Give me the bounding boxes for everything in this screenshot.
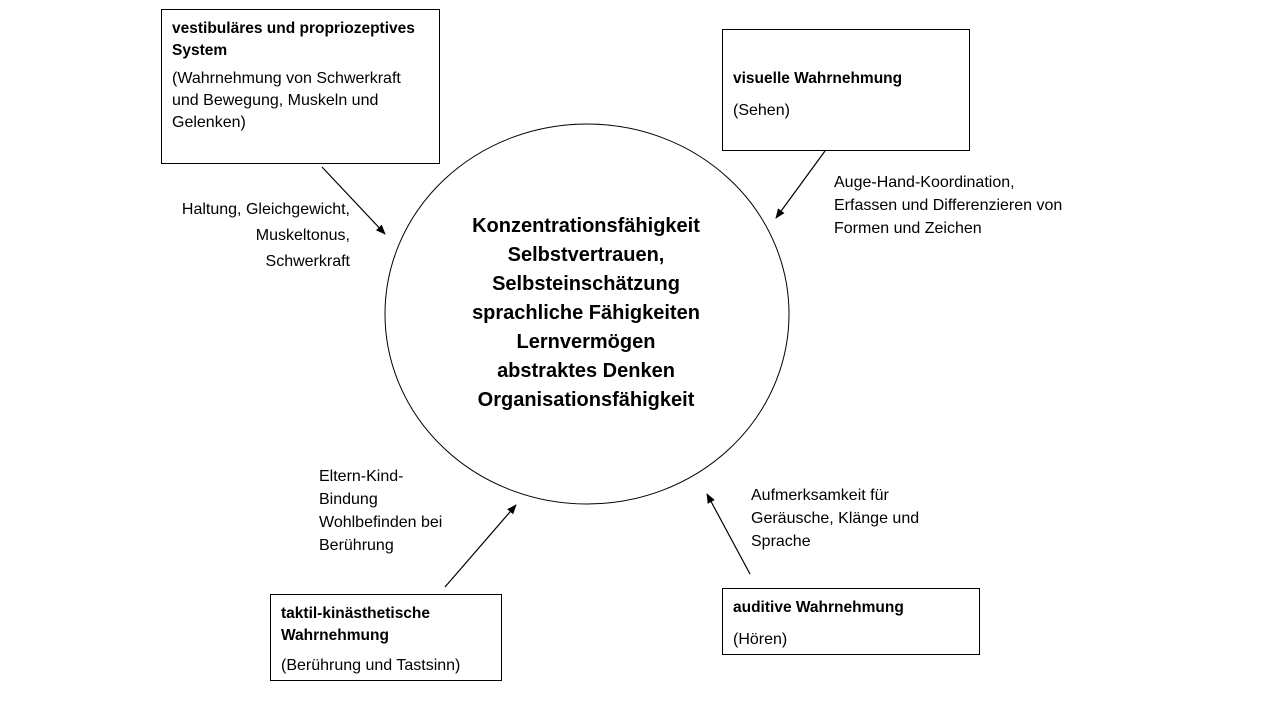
label-line: Muskeltonus,	[255, 227, 350, 244]
label-line: Berührung	[319, 537, 394, 554]
box-title: taktil-kinästhetische Wahrnehmung	[281, 605, 431, 644]
central-circle	[384, 123, 790, 505]
box-auditory: auditive Wahrnehmung (Hören)	[722, 588, 980, 655]
label-line: Formen und Zeichen	[834, 220, 982, 237]
label-line: Erfassen und Differenzieren von	[834, 197, 1063, 214]
box-description: (Hören)	[733, 631, 788, 648]
box-description: (Sehen)	[733, 102, 790, 119]
central-abilities: Konzentrationsfähigkeit Selbstvertrauen,…	[420, 212, 752, 415]
box-title: auditive Wahrnehmung	[733, 599, 904, 616]
ability-line: abstraktes Denken	[497, 360, 675, 382]
arrow-vestibular-to-center	[321, 166, 386, 235]
ability-line: Selbstvertrauen,	[507, 244, 665, 266]
arrow-visual-to-center	[775, 150, 826, 219]
arrow-tactile-to-center	[444, 504, 517, 588]
ability-line: Konzentrationsfähigkeit	[472, 215, 700, 237]
box-vestibular: vestibuläres und propriozeptives System …	[161, 9, 440, 164]
label-vestibular: Haltung, Gleichgewicht, Muskeltonus, Sch…	[150, 197, 350, 275]
label-auditory: Aufmerksamkeit für Geräusche, Klänge und…	[751, 484, 951, 553]
ability-line: sprachliche Fähigkeiten	[472, 302, 700, 324]
ability-line: Organisationsfähigkeit	[477, 389, 695, 411]
label-line: Auge-Hand-Koordination,	[834, 174, 1015, 191]
label-line: Eltern-Kind-	[319, 468, 404, 485]
box-title: visuelle Wahrnehmung	[733, 70, 903, 87]
label-line: Geräusche, Klänge und	[751, 510, 920, 527]
label-visual: Auge-Hand-Koordination, Erfassen und Dif…	[834, 171, 1094, 240]
box-title: vestibuläres und propriozeptives System	[172, 20, 415, 59]
label-line: Haltung, Gleichgewicht,	[181, 201, 350, 218]
label-line: Aufmerksamkeit für	[751, 487, 889, 504]
label-line: Sprache	[751, 533, 811, 550]
box-description: (Wahrnehmung von Schwerkraft und Bewegun…	[172, 70, 401, 131]
ability-line: Selbsteinschätzung	[492, 273, 680, 295]
label-line: Wohlbefinden bei	[319, 514, 443, 531]
box-visual: visuelle Wahrnehmung (Sehen)	[722, 29, 970, 151]
box-description: (Berührung und Tastsinn)	[281, 657, 461, 674]
label-tactile: Eltern-Kind- Bindung Wohlbefinden bei Be…	[319, 465, 469, 557]
ability-line: Lernvermögen	[516, 331, 656, 353]
arrow-auditory-to-center	[706, 493, 751, 575]
label-line: Bindung	[319, 491, 378, 508]
label-line: Schwerkraft	[265, 253, 350, 270]
box-tactile: taktil-kinästhetische Wahrnehmung (Berüh…	[270, 594, 502, 681]
